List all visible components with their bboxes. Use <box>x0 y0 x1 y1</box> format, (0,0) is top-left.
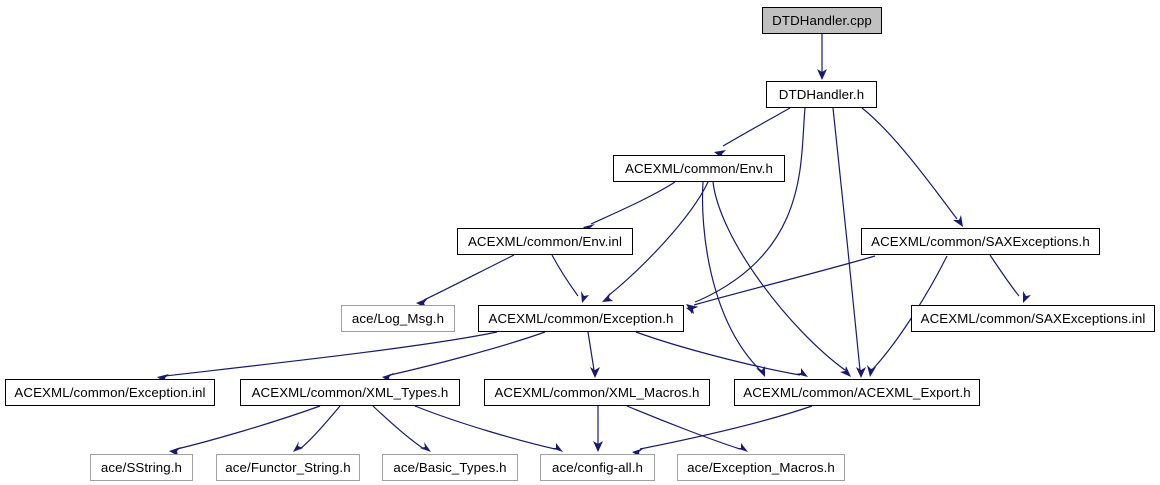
node-label: ace/Exception_Macros.h <box>687 459 835 475</box>
arrowhead-exception_inl <box>157 374 169 383</box>
node-ace-log-msg-h[interactable]: ace/Log_Msg.h <box>341 305 455 332</box>
arrowhead-basic_types_h <box>420 442 431 452</box>
arrowhead-exception_macros_h <box>736 443 748 452</box>
node-label: DTDHandler.h <box>778 86 865 102</box>
node-label: DTDHandler.cpp <box>772 12 872 28</box>
arrowhead-config_all_h-b <box>593 441 603 452</box>
edge-xml_macros_h-exception_macros_h <box>626 405 741 450</box>
arrowhead-acexml_export_h-c <box>840 366 851 377</box>
arrowhead-config_all_h-c <box>632 448 644 457</box>
node-label: ACEXML/common/XML_Macros.h <box>494 384 700 400</box>
node-ace-basic-types-h[interactable]: ace/Basic_Types.h <box>382 454 518 481</box>
arrowhead-sstring_h <box>169 447 181 456</box>
node-label: ace/SString.h <box>100 459 183 475</box>
node-label: ACEXML/common/Env.inl <box>467 233 623 249</box>
edge-saxexceptions_h-exception_h <box>693 255 876 306</box>
edge-env_inl-log_msg_h <box>423 254 515 301</box>
edge-dtdhandler_h-exception_h <box>694 107 806 303</box>
node-label: ace/config-all.h <box>551 459 644 475</box>
node-acexml-common-xml-types-h[interactable]: ACEXML/common/XML_Types.h <box>240 379 460 406</box>
edge-xml_types_h-sstring_h <box>176 405 321 450</box>
node-ace-functor-string-h[interactable]: ace/Functor_String.h <box>216 454 360 481</box>
edge-xml_types_h-functor_string_h <box>299 405 341 450</box>
arrowhead-acexml_export_h-a <box>856 367 866 378</box>
arrowhead-config_all_h-a <box>551 443 563 452</box>
node-dtdhandler-h[interactable]: DTDHandler.h <box>766 81 877 108</box>
edge-env_h-acexml_export_h-1 <box>701 181 761 371</box>
node-label: ACEXML/common/Exception.inl <box>14 384 206 400</box>
edge-saxexceptions_h-saxexceptions_inl <box>989 254 1020 297</box>
arrowhead-acexml_export_h-d <box>867 365 876 377</box>
node-label: ACEXML/common/SAXExceptions.h <box>871 233 1090 249</box>
arrowhead-functor_string_h <box>293 441 303 452</box>
edge-dtdhandler_h-env_h <box>722 107 791 147</box>
arrowhead-acexml_export_h-e <box>796 368 808 377</box>
edge-env_h-exception_h <box>607 181 709 297</box>
edge-env_inl-exception_h <box>551 254 579 297</box>
edge-dtdhandler_h-saxexceptions_h <box>861 107 958 220</box>
arrowhead-xml_macros_h <box>590 367 600 378</box>
node-label: ACEXML/common/Env.h <box>625 160 773 176</box>
edge-env_h-acexml_export_h-2 <box>712 181 846 371</box>
arrowhead-dtdhandler_h <box>817 69 827 80</box>
node-acexml-common-xml-macros-h[interactable]: ACEXML/common/XML_Macros.h <box>484 379 710 406</box>
node-acexml-common-exception-inl[interactable]: ACEXML/common/Exception.inl <box>5 379 215 406</box>
arrowhead-exception_h-c <box>581 291 589 303</box>
node-ace-config-all-h[interactable]: ace/config-all.h <box>540 454 655 481</box>
arrowhead-env_h <box>714 150 726 159</box>
edge-xml_types_h-basic_types_h <box>372 405 425 450</box>
node-ace-exception-macros-h[interactable]: ace/Exception_Macros.h <box>677 454 845 481</box>
edge-acexml_export_h-config_all_h <box>639 405 813 450</box>
edge-xml_types_h-config_all_h <box>414 405 556 450</box>
arrowhead-acexml_export_h-b <box>756 366 765 377</box>
node-ace-sstring-h[interactable]: ace/SString.h <box>90 454 193 481</box>
node-acexml-common-env-inl[interactable]: ACEXML/common/Env.inl <box>457 228 633 255</box>
node-acexml-common-saxexceptions-inl[interactable]: ACEXML/common/SAXExceptions.inl <box>911 305 1155 332</box>
arrowhead-exception_h-b <box>602 293 613 302</box>
node-label: ACEXML/common/XML_Types.h <box>251 384 449 400</box>
arrowhead-saxexceptions_inl <box>1023 291 1031 303</box>
node-label: ACEXML/common/SAXExceptions.inl <box>920 310 1146 326</box>
node-label: ace/Functor_String.h <box>225 459 351 475</box>
edge-dtdhandler_h-acexml_export_h <box>832 107 861 371</box>
edge-env_h-env_inl <box>590 181 676 225</box>
arrowhead-xml_types_h <box>382 373 394 382</box>
edge-exception_h-acexml_export_h <box>635 331 801 376</box>
node-label: ace/Basic_Types.h <box>393 459 507 475</box>
node-acexml-common-env-h[interactable]: ACEXML/common/Env.h <box>613 155 785 182</box>
edge-exception_h-xml_types_h <box>389 331 546 376</box>
node-dtdhandler-cpp[interactable]: DTDHandler.cpp <box>762 7 882 34</box>
node-label: ACEXML/common/Exception.h <box>488 310 674 326</box>
edge-exception_h-exception_inl <box>164 331 498 377</box>
edge-exception_h-xml_macros_h <box>587 331 595 371</box>
arrowhead-exception_h-d <box>686 306 698 314</box>
node-acexml-common-acexml-export-h[interactable]: ACEXML/common/ACEXML_Export.h <box>734 379 980 406</box>
node-label: ace/Log_Msg.h <box>351 310 445 326</box>
node-acexml-common-exception-h[interactable]: ACEXML/common/Exception.h <box>478 305 684 332</box>
arrowhead-saxexceptions_h <box>953 215 963 227</box>
node-acexml-common-saxexceptions-h[interactable]: ACEXML/common/SAXExceptions.h <box>861 228 1100 255</box>
node-label: ACEXML/common/ACEXML_Export.h <box>743 384 971 400</box>
